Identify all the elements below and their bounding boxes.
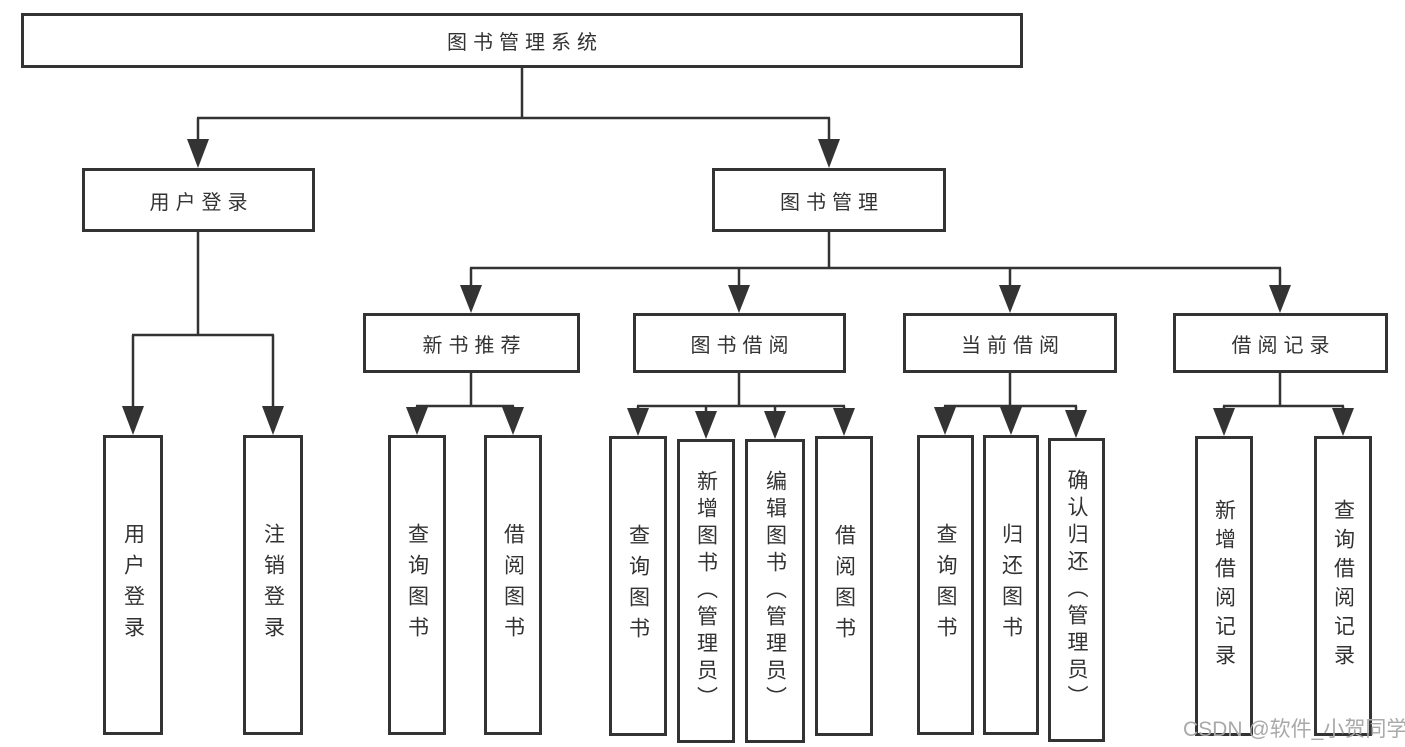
- arrowhead-down-icon: [1332, 408, 1354, 436]
- arrowhead-down-icon: [1269, 285, 1291, 313]
- connector-login-to-leaves: [122, 232, 284, 435]
- leaf-current-query-books: 查询图书: [917, 435, 974, 735]
- leaf-newbook-borrow-books-label: 借阅图书: [501, 523, 525, 647]
- leaf-user-login: 用户登录: [103, 435, 163, 735]
- leaf-borrow-query-books: 查询图书: [609, 436, 667, 736]
- leaf-logout-label: 注销登录: [261, 523, 285, 647]
- node-new-book-recommend: 新书推荐: [363, 313, 580, 373]
- connector-newbook-to-leaves: [406, 373, 524, 435]
- node-current-borrow: 当前借阅: [903, 313, 1117, 373]
- leaf-borrow-add-books-admin-label: 新增图书（管理员）: [694, 469, 718, 713]
- node-root-system: 图书管理系统: [21, 13, 1023, 68]
- node-book-management: 图书管理: [712, 168, 946, 232]
- leaf-records-add-record-label: 新增借阅记录: [1212, 499, 1236, 673]
- node-borrow-records: 借阅记录: [1173, 313, 1388, 373]
- leaf-current-return-books: 归还图书: [983, 435, 1039, 735]
- arrowhead-down-icon: [695, 411, 717, 439]
- arrowhead-down-icon: [122, 406, 144, 435]
- leaf-logout: 注销登录: [243, 435, 303, 735]
- arrowhead-down-icon: [1213, 408, 1235, 436]
- arrowhead-down-icon: [187, 139, 209, 168]
- connector-root-to-branches: [187, 68, 840, 168]
- arrowhead-down-icon: [728, 285, 750, 313]
- arrowhead-down-icon: [818, 139, 840, 168]
- leaf-records-add-record: 新增借阅记录: [1195, 436, 1253, 736]
- node-book-borrow: 图书借阅: [633, 313, 846, 373]
- arrowhead-down-icon: [262, 406, 284, 435]
- leaf-borrow-add-books-admin: 新增图书（管理员）: [677, 439, 735, 743]
- leaf-newbook-query-books-label: 查询图书: [405, 523, 429, 647]
- arrowhead-down-icon: [833, 408, 855, 436]
- arrowhead-down-icon: [406, 407, 428, 435]
- leaf-user-login-label: 用户登录: [121, 523, 145, 647]
- connector-records-to-leaves: [1213, 373, 1354, 436]
- arrowhead-down-icon: [1000, 407, 1022, 435]
- arrowhead-down-icon: [764, 411, 786, 439]
- arrowhead-down-icon: [460, 285, 482, 313]
- leaf-borrow-query-books-label: 查询图书: [626, 524, 650, 648]
- leaf-current-confirm-return-admin-label: 确认归还（管理员）: [1065, 468, 1088, 712]
- leaf-newbook-borrow-books: 借阅图书: [484, 435, 542, 735]
- leaf-newbook-query-books: 查询图书: [388, 435, 446, 735]
- arrowhead-down-icon: [502, 407, 524, 435]
- leaf-current-query-books-label: 查询图书: [934, 523, 957, 647]
- connector-management-to-sections: [460, 232, 1291, 313]
- leaf-current-return-books-label: 归还图书: [999, 523, 1023, 647]
- arrowhead-down-icon: [1065, 410, 1087, 438]
- leaf-borrow-borrow-books: 借阅图书: [815, 436, 873, 736]
- arrowhead-down-icon: [934, 407, 956, 435]
- arrowhead-down-icon: [627, 408, 649, 436]
- watermark: CSDN @软件_小贺同学: [1183, 718, 1405, 741]
- connector-current-to-leaves: [934, 373, 1087, 438]
- leaf-borrow-edit-books-admin: 编辑图书（管理员）: [745, 439, 805, 743]
- node-user-login: 用户登录: [82, 168, 315, 232]
- leaf-records-query-record: 查询借阅记录: [1314, 436, 1372, 736]
- connector-borrow-to-leaves: [627, 373, 855, 439]
- leaf-borrow-borrow-books-label: 借阅图书: [832, 524, 856, 648]
- leaf-records-query-record-label: 查询借阅记录: [1331, 499, 1355, 673]
- arrowhead-down-icon: [999, 285, 1021, 313]
- leaf-current-confirm-return-admin: 确认归还（管理员）: [1048, 438, 1105, 742]
- leaf-borrow-edit-books-admin-label: 编辑图书（管理员）: [763, 469, 787, 713]
